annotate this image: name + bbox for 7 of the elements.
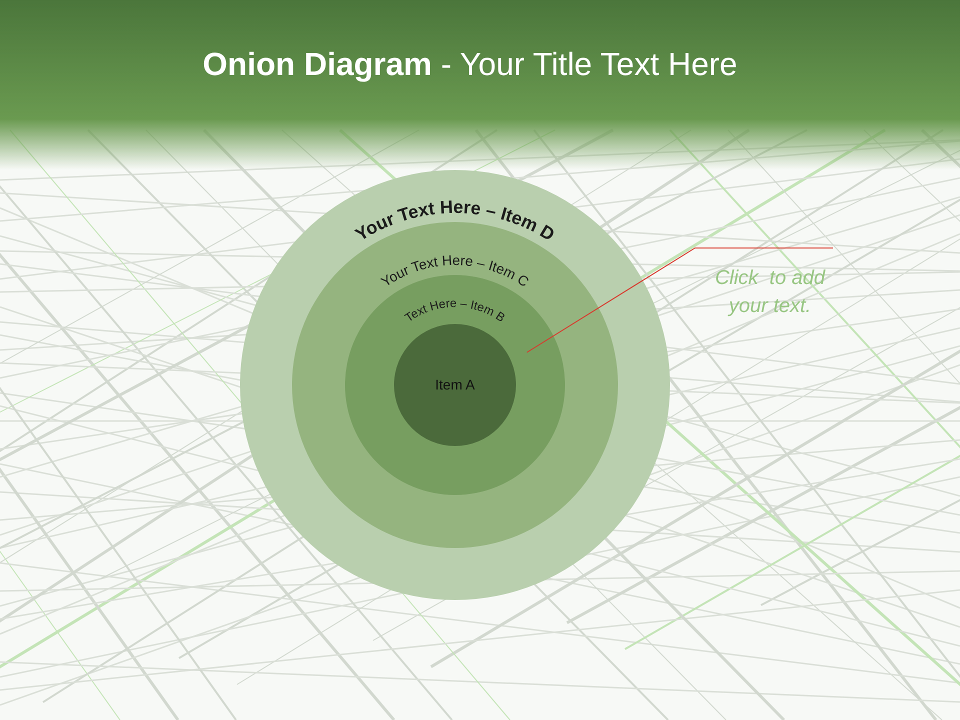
title: Onion Diagram - Your Title Text Here: [202, 48, 738, 80]
ring-label: Your Text Here – Item D: [352, 196, 558, 245]
ring-label: Your Text Here – Item C: [378, 252, 532, 290]
ring-label: Text Here – Item B: [402, 296, 508, 325]
callout-text: Click to add your text.: [695, 248, 845, 320]
ring-label: Item A: [435, 376, 475, 394]
leader-line: [526, 248, 834, 353]
